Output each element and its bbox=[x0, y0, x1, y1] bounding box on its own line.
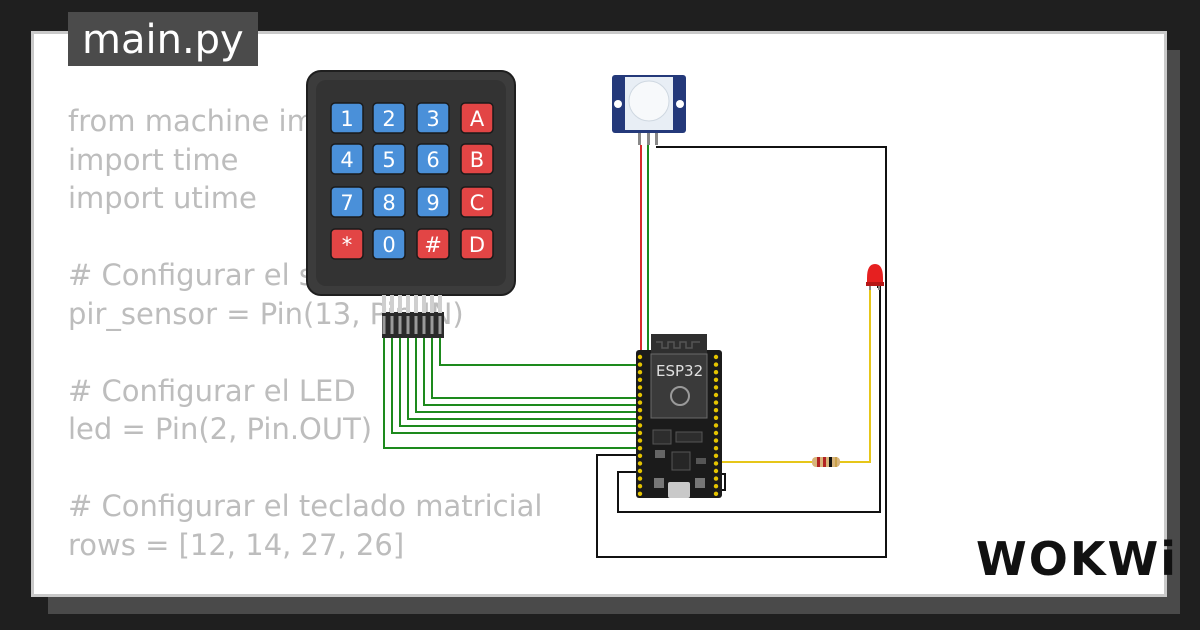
keypad-key-label: A bbox=[470, 107, 485, 131]
keypad-wire-3 bbox=[423, 336, 640, 406]
esp32-label: ESP32 bbox=[656, 362, 703, 380]
keypad-key-label: D bbox=[469, 233, 485, 257]
code-line: import time bbox=[68, 142, 239, 177]
keypad-key[interactable]: 7 bbox=[330, 186, 364, 218]
keypad-key-label: # bbox=[424, 233, 442, 257]
keypad-wire-8 bbox=[383, 336, 640, 449]
keypad-key-label: * bbox=[342, 233, 353, 257]
keypad-key[interactable]: 9 bbox=[416, 186, 450, 218]
keypad-key[interactable]: 1 bbox=[330, 102, 364, 134]
keypad-4x4[interactable]: 1 2 3 A 4 5 6 B 7 8 9 C * 0 # D bbox=[306, 70, 516, 338]
keypad-key-label: 1 bbox=[340, 107, 353, 131]
code-line: led = Pin(2, Pin.OUT) bbox=[68, 412, 373, 446]
keypad-key[interactable]: 5 bbox=[372, 143, 406, 175]
keypad-key-label: 5 bbox=[382, 148, 395, 172]
keypad-key-label: 4 bbox=[340, 148, 353, 172]
yellow-wires bbox=[716, 287, 871, 463]
keypad-wire-5 bbox=[407, 336, 640, 420]
keypad-pins bbox=[382, 295, 442, 334]
pir-gnd-wire bbox=[596, 146, 887, 558]
keypad-key[interactable]: D bbox=[460, 228, 494, 260]
file-name-tab[interactable]: main.py bbox=[68, 12, 258, 66]
keypad-key[interactable]: 2 bbox=[372, 102, 406, 134]
keypad-key[interactable]: 3 bbox=[416, 102, 450, 134]
keypad-key-label: 3 bbox=[426, 107, 439, 131]
keypad-key-label: 9 bbox=[426, 191, 439, 215]
esp32-board[interactable]: ESP32 bbox=[636, 334, 722, 498]
keypad-wire-6 bbox=[399, 336, 640, 427]
pir-out-wire bbox=[647, 145, 716, 363]
keypad-key-label: 7 bbox=[340, 191, 353, 215]
keypad-key-label: 6 bbox=[426, 148, 439, 172]
keypad-key-label: 0 bbox=[382, 233, 395, 257]
red-led[interactable] bbox=[866, 264, 884, 290]
code-line: # Configurar el LED bbox=[68, 373, 356, 408]
code-line: import utime bbox=[68, 181, 257, 215]
keypad-key[interactable]: 4 bbox=[330, 143, 364, 175]
keypad-key[interactable]: B bbox=[460, 143, 494, 175]
keypad-key[interactable]: 8 bbox=[372, 186, 406, 218]
wokwi-logo: WOKWi bbox=[976, 532, 1178, 586]
keypad-key[interactable]: 0 bbox=[372, 228, 406, 260]
keypad-key[interactable]: * bbox=[330, 228, 364, 260]
keypad-key[interactable]: # bbox=[416, 228, 450, 260]
resistor[interactable] bbox=[812, 457, 840, 467]
keypad-key-label: B bbox=[470, 148, 484, 172]
resistor-led-wire bbox=[838, 287, 871, 463]
keypad-key[interactable]: C bbox=[460, 186, 494, 218]
keypad-key-label: C bbox=[470, 191, 485, 215]
keypad-wire-2 bbox=[431, 336, 640, 399]
keypad-key-label: 2 bbox=[382, 107, 395, 131]
pir-motion-sensor[interactable] bbox=[612, 75, 686, 145]
code-line: # Configurar el teclado matricial bbox=[68, 489, 543, 523]
usb-port bbox=[668, 482, 690, 498]
keypad-wire-1 bbox=[439, 336, 640, 366]
code-line: rows = [12, 14, 27, 26] bbox=[68, 527, 405, 562]
keypad-wire-4 bbox=[415, 336, 640, 413]
keypad-key[interactable]: A bbox=[460, 102, 494, 134]
preview-card bbox=[31, 31, 1167, 597]
keypad-wire-7 bbox=[391, 336, 640, 434]
keypad-key[interactable]: 6 bbox=[416, 143, 450, 175]
keypad-key-label: 8 bbox=[382, 191, 395, 215]
